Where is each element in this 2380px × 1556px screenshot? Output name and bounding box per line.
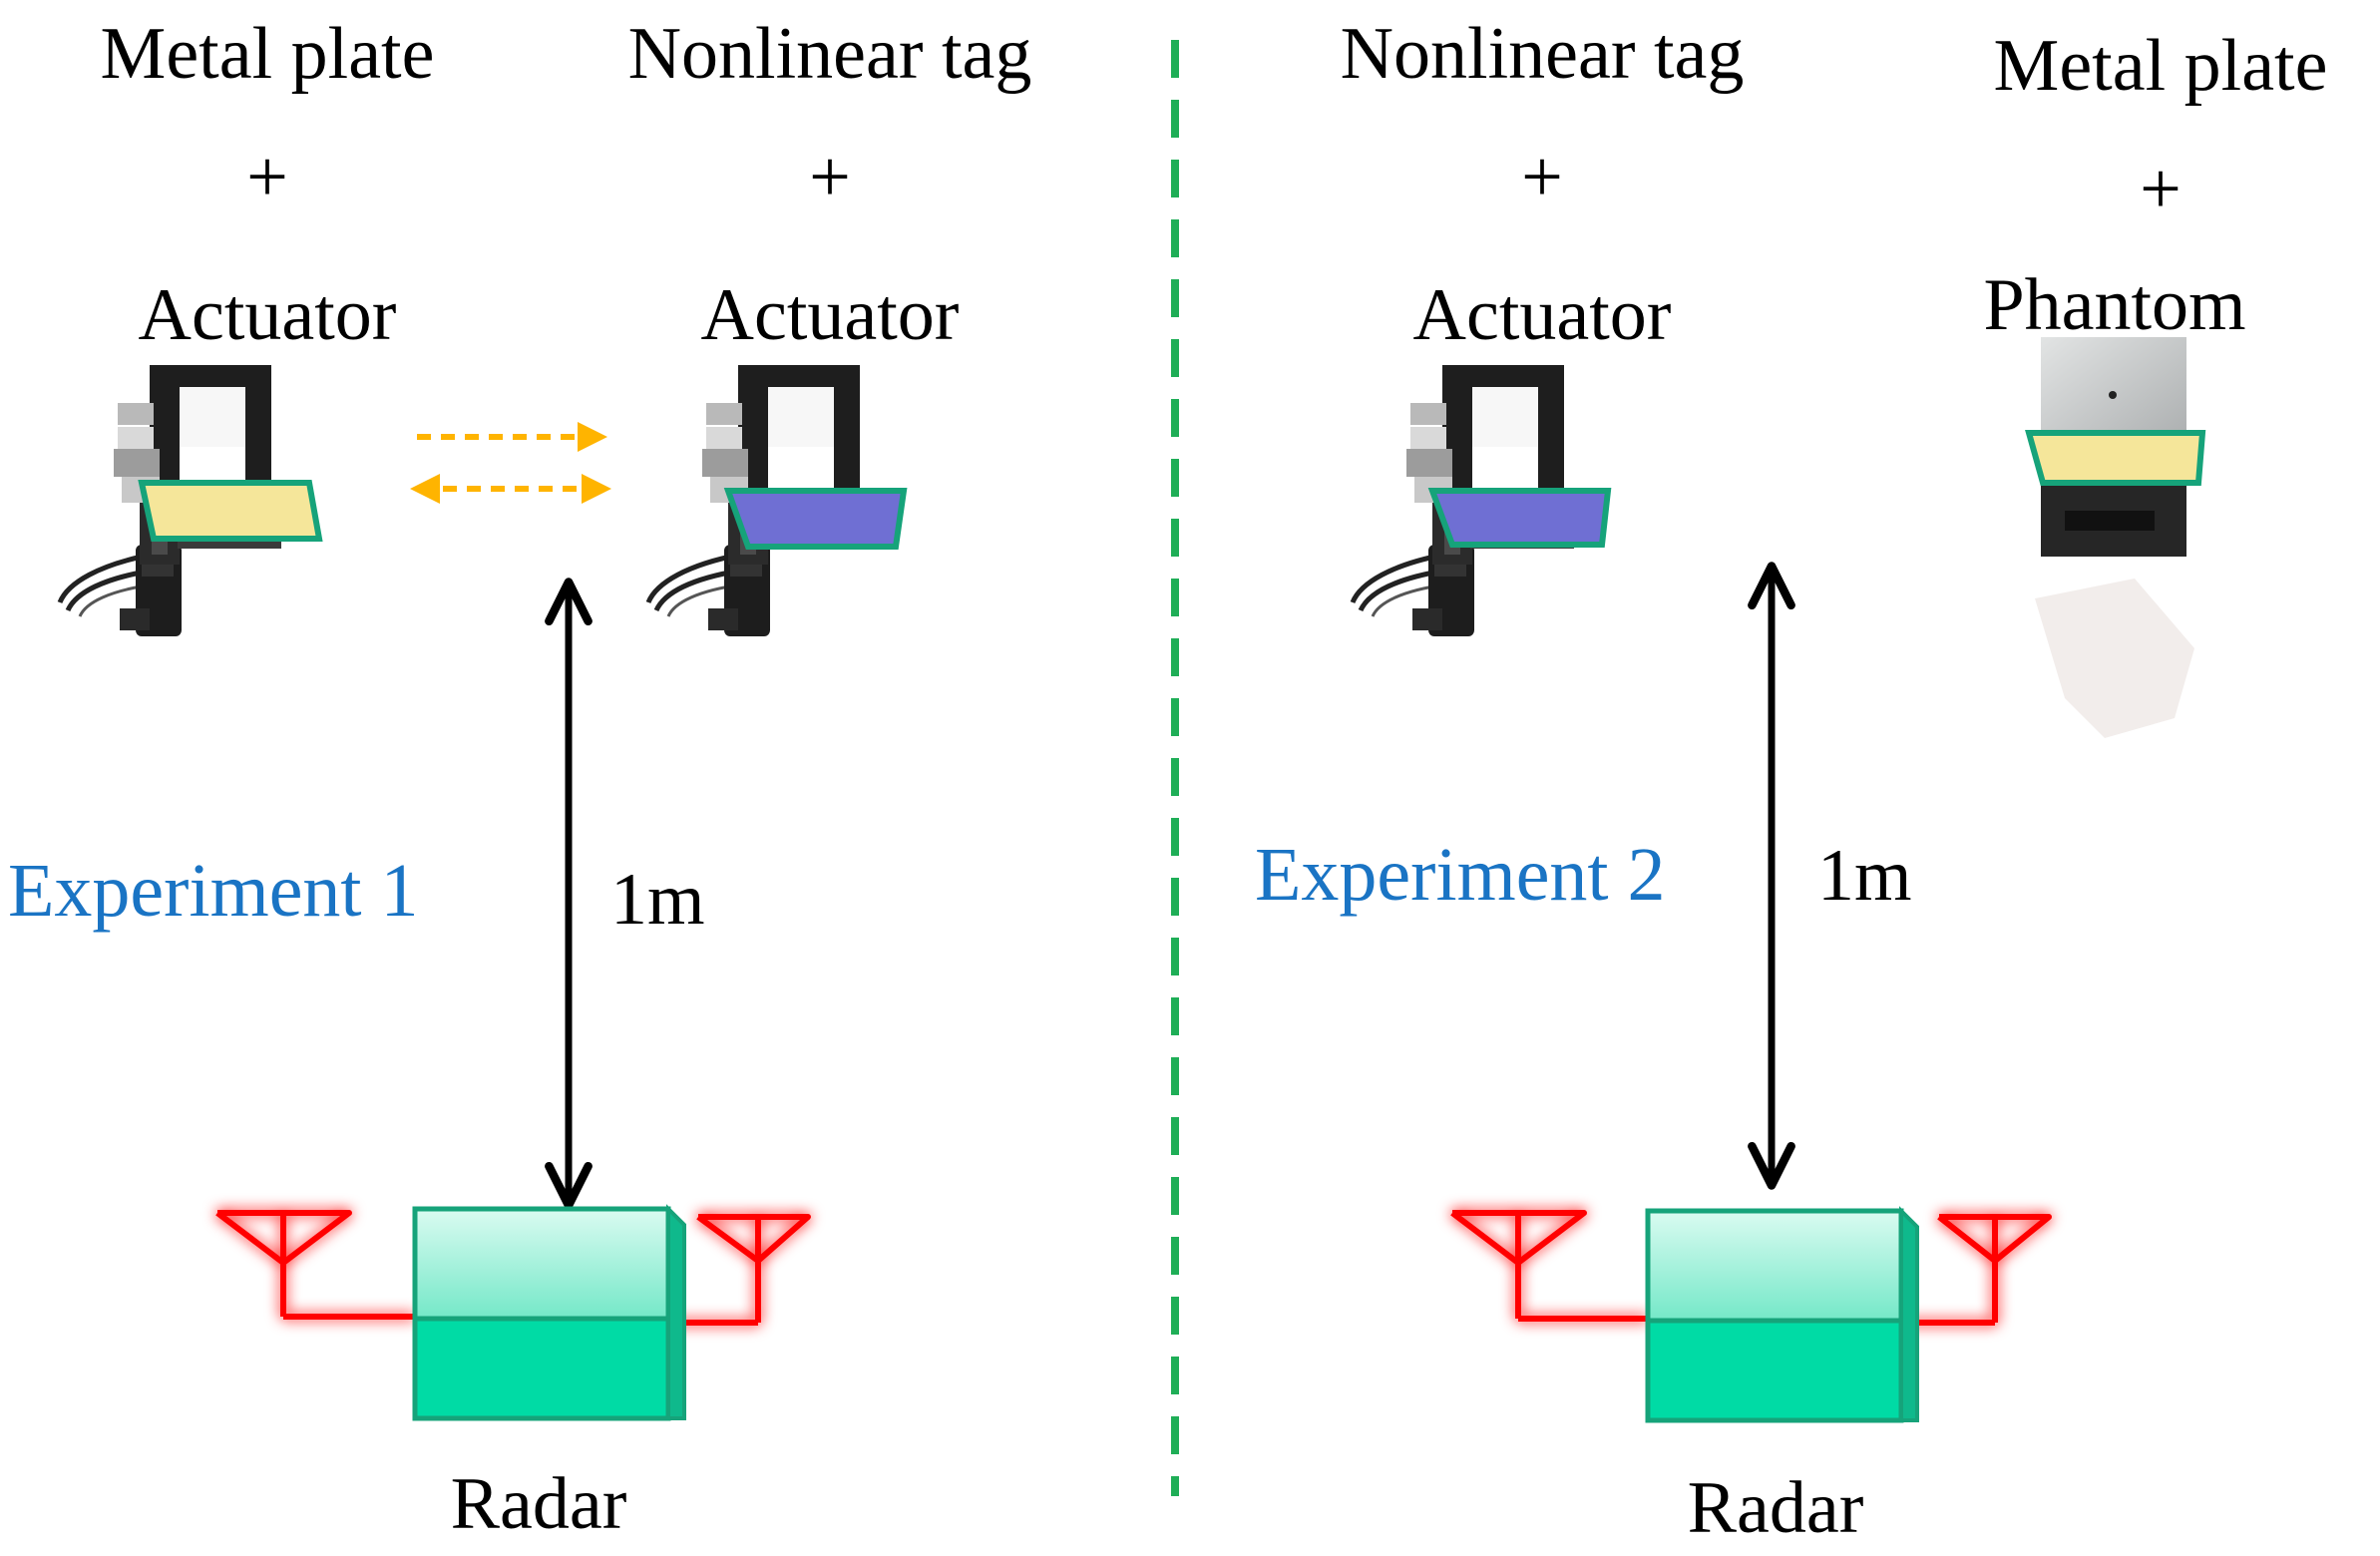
exp2-left-device: Actuator: [1413, 274, 1672, 356]
exp1-radar-label: Radar: [451, 1463, 627, 1545]
nonlinear-tag-icon: [723, 488, 908, 550]
actuator-photo-icon: [648, 365, 908, 636]
exp2-left-title: Nonlinear tag: [1341, 13, 1745, 95]
exp2-right-device: Phantom: [1983, 264, 2245, 346]
exp1-left-plus: +: [246, 137, 288, 218]
exp2-group: Nonlinear tag + Actuator Metal plate + P…: [1255, 13, 2327, 1549]
exp1-right-device: Actuator: [701, 274, 960, 356]
exp1-distance: 1m: [610, 859, 705, 941]
exp2-label: Experiment 2: [1255, 833, 1666, 917]
exp1-right-title: Nonlinear tag: [628, 13, 1032, 95]
exp1-left-title: Metal plate: [101, 13, 435, 95]
actuator-photo-icon: [60, 365, 323, 636]
actuator-photo-icon: [1353, 365, 1612, 636]
exp2-left-plus: +: [1521, 137, 1563, 218]
antenna-icon: [1903, 1214, 2052, 1326]
antenna-icon: [670, 1214, 811, 1326]
exp1-left-device: Actuator: [139, 274, 397, 356]
nonlinear-tag-icon: [1427, 488, 1612, 548]
exp1-label: Experiment 1: [8, 849, 419, 933]
metal-plate-icon: [138, 480, 323, 542]
exp2-distance: 1m: [1817, 835, 1912, 917]
exp2-right-title: Metal plate: [1994, 25, 2328, 107]
exp1-group: Metal plate + Actuator Nonlinear tag + A…: [8, 13, 1031, 1545]
radar-module-icon: [215, 1204, 811, 1421]
phantom-photo-icon: [2025, 337, 2206, 738]
antenna-icon: [1450, 1210, 1648, 1322]
radar-module-icon: [1450, 1206, 2052, 1423]
exp1-right-plus: +: [809, 137, 851, 218]
metal-plate-icon: [2025, 430, 2206, 486]
antenna-icon: [215, 1210, 415, 1320]
exp2-radar-label: Radar: [1688, 1467, 1864, 1549]
exp2-right-plus: +: [2140, 149, 2182, 230]
